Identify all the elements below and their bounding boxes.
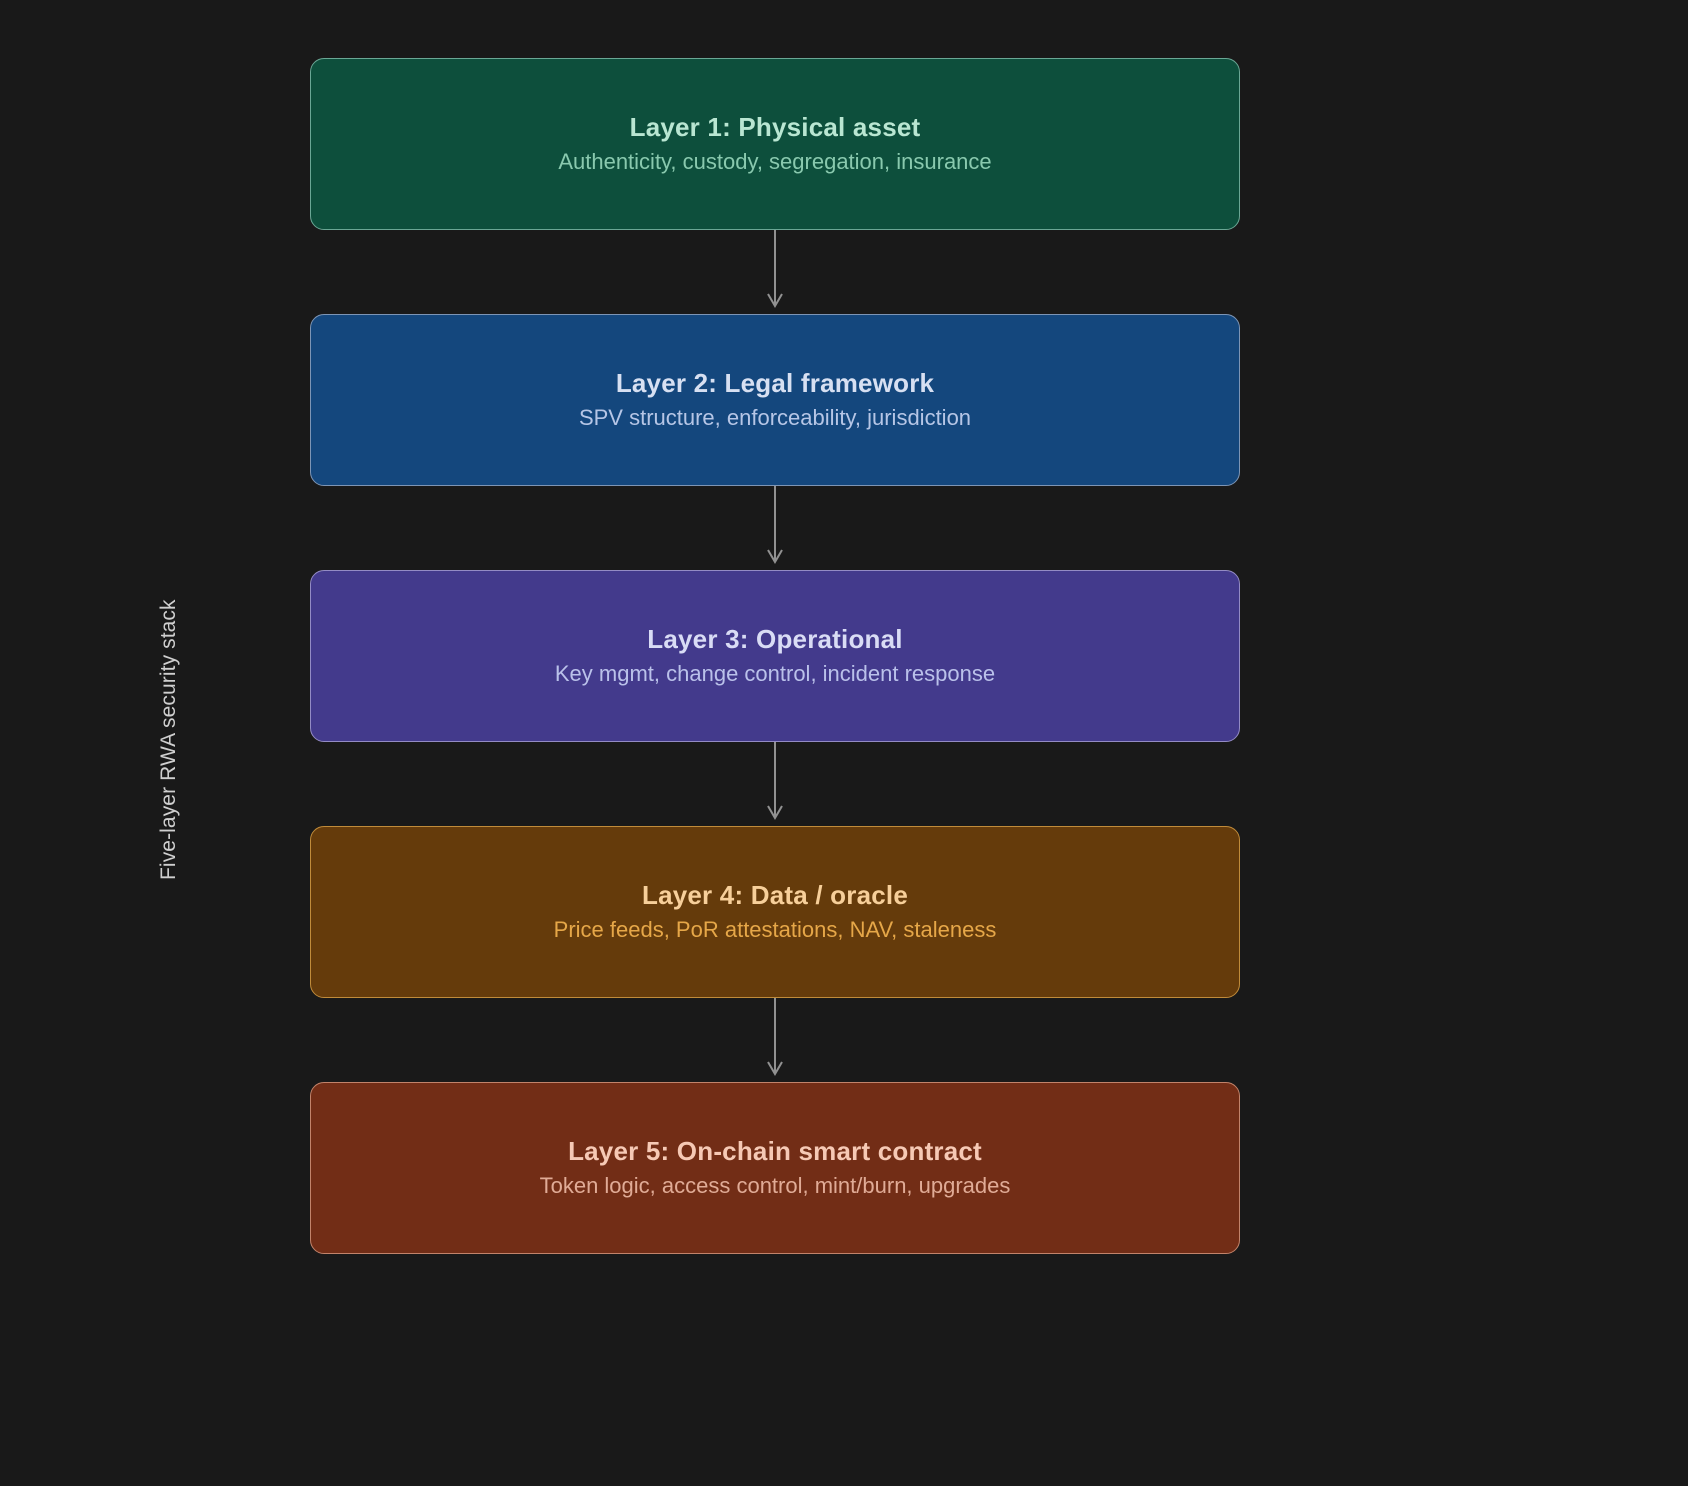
- layer-title: Layer 1: Physical asset: [629, 111, 921, 142]
- diagram-axis-label: Five-layer RWA security stack: [157, 599, 180, 880]
- layer-subtitle: SPV structure, enforceability, jurisdict…: [578, 404, 972, 430]
- layer-subtitle: Authenticity, custody, segregation, insu…: [558, 148, 992, 174]
- layer-title: Layer 5: On-chain smart contract: [568, 1135, 982, 1166]
- connector-arrow-2: [767, 486, 783, 564]
- layer-subtitle: Token logic, access control, mint/burn, …: [539, 1172, 1011, 1198]
- layer-title: Layer 3: Operational: [647, 623, 903, 654]
- layer-subtitle: Key mgmt, change control, incident respo…: [554, 660, 996, 686]
- connector-arrow-1: [767, 230, 783, 308]
- connector-arrow-3: [767, 742, 783, 820]
- connector-arrow-4: [767, 998, 783, 1076]
- layer-title: Layer 4: Data / oracle: [642, 879, 908, 910]
- layer-subtitle: Price feeds, PoR attestations, NAV, stal…: [553, 916, 997, 942]
- layer-title: Layer 2: Legal framework: [615, 367, 935, 398]
